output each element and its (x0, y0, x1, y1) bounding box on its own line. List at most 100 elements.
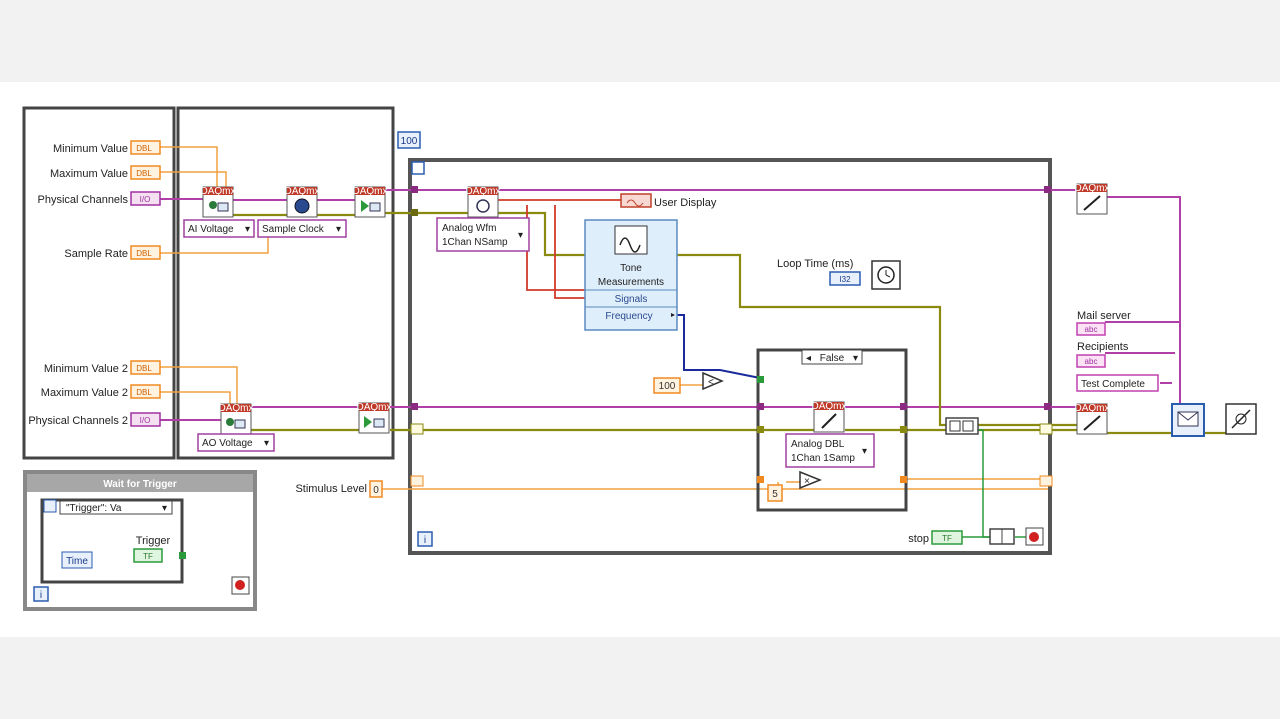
svg-text:0: 0 (373, 485, 379, 496)
wait-for-trigger-subdiagram[interactable]: Wait for Trigger "Trigger": Va ▾ Time Tr… (23, 470, 257, 611)
svg-text:Sample Rate: Sample Rate (64, 248, 128, 260)
less-than-node[interactable]: < (702, 371, 724, 391)
svg-text:I/O: I/O (140, 416, 151, 425)
svg-text:Frequency: Frequency (605, 311, 652, 322)
svg-text:DBL: DBL (136, 364, 152, 373)
svg-text:DAQmx: DAQmx (201, 186, 236, 197)
svg-text:1Chan NSamp: 1Chan NSamp (442, 237, 508, 248)
svg-text:AO Voltage: AO Voltage (202, 438, 253, 449)
svg-text:Minimum Value 2: Minimum Value 2 (44, 363, 128, 375)
analog-dbl-selector[interactable]: Analog DBL 1Chan 1Samp ▾ (785, 433, 875, 468)
loop-period-constant[interactable]: 100 (397, 131, 421, 149)
svg-text:▾: ▾ (162, 503, 167, 514)
daqmx-start-task-ao-node[interactable]: DAQmx (357, 402, 392, 434)
svg-text:▾: ▾ (264, 438, 269, 449)
svg-text:I/O: I/O (140, 195, 151, 204)
control-minimum-value-2[interactable]: Minimum Value 2 DBL (44, 360, 161, 375)
daqmx-read-node[interactable]: DAQmx (466, 186, 501, 218)
daqmx-timing-node[interactable]: DAQmx (285, 186, 320, 218)
recipients-control[interactable]: Recipients abc (1076, 341, 1129, 368)
svg-text:DBL: DBL (136, 169, 152, 178)
user-display-indicator[interactable]: User Display (620, 193, 717, 209)
svg-text:1Chan 1Samp: 1Chan 1Samp (791, 453, 855, 464)
ao-voltage-selector[interactable]: AO Voltage ▾ (197, 433, 275, 452)
svg-text:Physical Channels: Physical Channels (38, 194, 129, 206)
compare-constant-100[interactable]: 100 (653, 377, 681, 394)
svg-text:DBL: DBL (136, 249, 152, 258)
control-minimum-value[interactable]: Minimum Value DBL (53, 140, 161, 155)
svg-text:Trigger: Trigger (136, 535, 171, 547)
svg-text:TF: TF (143, 552, 153, 561)
svg-text:DAQmx: DAQmx (812, 401, 847, 412)
svg-text:Physical Channels 2: Physical Channels 2 (28, 415, 128, 427)
daqmx-create-channel-ao-node[interactable]: DAQmx (219, 403, 254, 435)
while-loop[interactable] (408, 158, 1052, 555)
daqmx-clear-task-ai-node[interactable]: DAQmx (1075, 183, 1110, 215)
svg-text:User Display: User Display (654, 197, 717, 209)
svg-text:Recipients: Recipients (1077, 341, 1129, 353)
control-physical-channels[interactable]: Physical Channels I/O (38, 191, 161, 206)
loop-time-indicator[interactable]: Loop Time (ms) I32 (777, 258, 901, 290)
svg-text:TF: TF (942, 534, 952, 543)
wires (160, 146, 1230, 586)
or-node[interactable] (989, 528, 1015, 545)
svg-text:Tone: Tone (620, 263, 642, 274)
control-sample-rate[interactable]: Sample Rate DBL (64, 245, 161, 260)
tone-measurements-express-vi[interactable]: Tone Measurements Signals Frequency (584, 219, 678, 331)
svg-text:▾: ▾ (853, 353, 858, 364)
mail-server-control[interactable]: Mail server abc (1076, 310, 1131, 336)
constant-5[interactable]: 5 (767, 484, 783, 502)
svg-text:▾: ▾ (245, 224, 250, 235)
loop-timing-node[interactable] (411, 161, 425, 175)
svg-text:DAQmx: DAQmx (1075, 183, 1110, 194)
svg-text:False: False (820, 353, 845, 364)
svg-text:abc: abc (1085, 325, 1098, 334)
svg-text:<: < (708, 377, 714, 388)
control-physical-channels-2[interactable]: Physical Channels 2 I/O (28, 412, 161, 427)
error-handler-node[interactable] (1225, 403, 1257, 435)
svg-text:▾: ▾ (336, 224, 341, 235)
stimulus-level-control[interactable]: Stimulus Level 0 (295, 480, 383, 498)
svg-text:Measurements: Measurements (598, 277, 664, 288)
test-complete-constant[interactable]: Test Complete (1076, 374, 1159, 392)
send-email-node[interactable] (1171, 403, 1205, 437)
svg-text:i: i (40, 590, 42, 601)
iteration-terminal: i (417, 531, 433, 547)
control-maximum-value[interactable]: Maximum Value DBL (50, 165, 161, 180)
svg-text:DAQmx: DAQmx (357, 402, 392, 413)
daqmx-clear-task-ao-node[interactable]: DAQmx (1075, 403, 1110, 435)
svg-text:I32: I32 (839, 275, 851, 284)
daqmx-create-channel-ai-node[interactable]: DAQmx (201, 186, 236, 218)
control-maximum-value-2[interactable]: Maximum Value 2 DBL (41, 384, 161, 399)
svg-text:"Trigger": Va: "Trigger": Va (66, 503, 122, 514)
daqmx-write-node[interactable]: DAQmx (812, 401, 847, 433)
loop-condition-terminal[interactable] (1025, 527, 1044, 546)
svg-text:Loop Time (ms): Loop Time (ms) (777, 258, 853, 270)
analog-wfm-selector[interactable]: Analog Wfm 1Chan NSamp ▾ (436, 217, 530, 252)
svg-text:DAQmx: DAQmx (219, 403, 254, 414)
svg-text:DAQmx: DAQmx (353, 186, 388, 197)
ai-voltage-selector[interactable]: AI Voltage ▾ (183, 219, 255, 238)
svg-text:Minimum Value: Minimum Value (53, 143, 128, 155)
svg-text:Wait for Trigger: Wait for Trigger (103, 479, 177, 490)
svg-text:100: 100 (401, 136, 418, 147)
svg-text:Analog DBL: Analog DBL (791, 439, 845, 450)
flat-sequence[interactable] (22, 106, 395, 460)
daqmx-start-task-ai-node[interactable]: DAQmx (353, 186, 388, 218)
svg-text:5: 5 (772, 489, 778, 500)
case-selector[interactable]: ◂ False ▾ (801, 349, 863, 365)
svg-text:Mail server: Mail server (1077, 310, 1131, 322)
multiply-node[interactable]: × (799, 470, 823, 490)
svg-text:DAQmx: DAQmx (285, 186, 320, 197)
svg-text:Sample Clock: Sample Clock (262, 224, 325, 235)
svg-text:▾: ▾ (862, 446, 867, 457)
stop-control[interactable]: stop TF (908, 530, 963, 545)
svg-text:Analog Wfm: Analog Wfm (442, 223, 496, 234)
svg-text:DBL: DBL (136, 144, 152, 153)
svg-text:Maximum Value: Maximum Value (50, 168, 128, 180)
sample-clock-selector[interactable]: Sample Clock ▾ (257, 219, 347, 238)
tunnels (410, 186, 1053, 487)
svg-text:Test Complete: Test Complete (1081, 379, 1145, 390)
unbundle-error-node[interactable] (945, 417, 979, 435)
